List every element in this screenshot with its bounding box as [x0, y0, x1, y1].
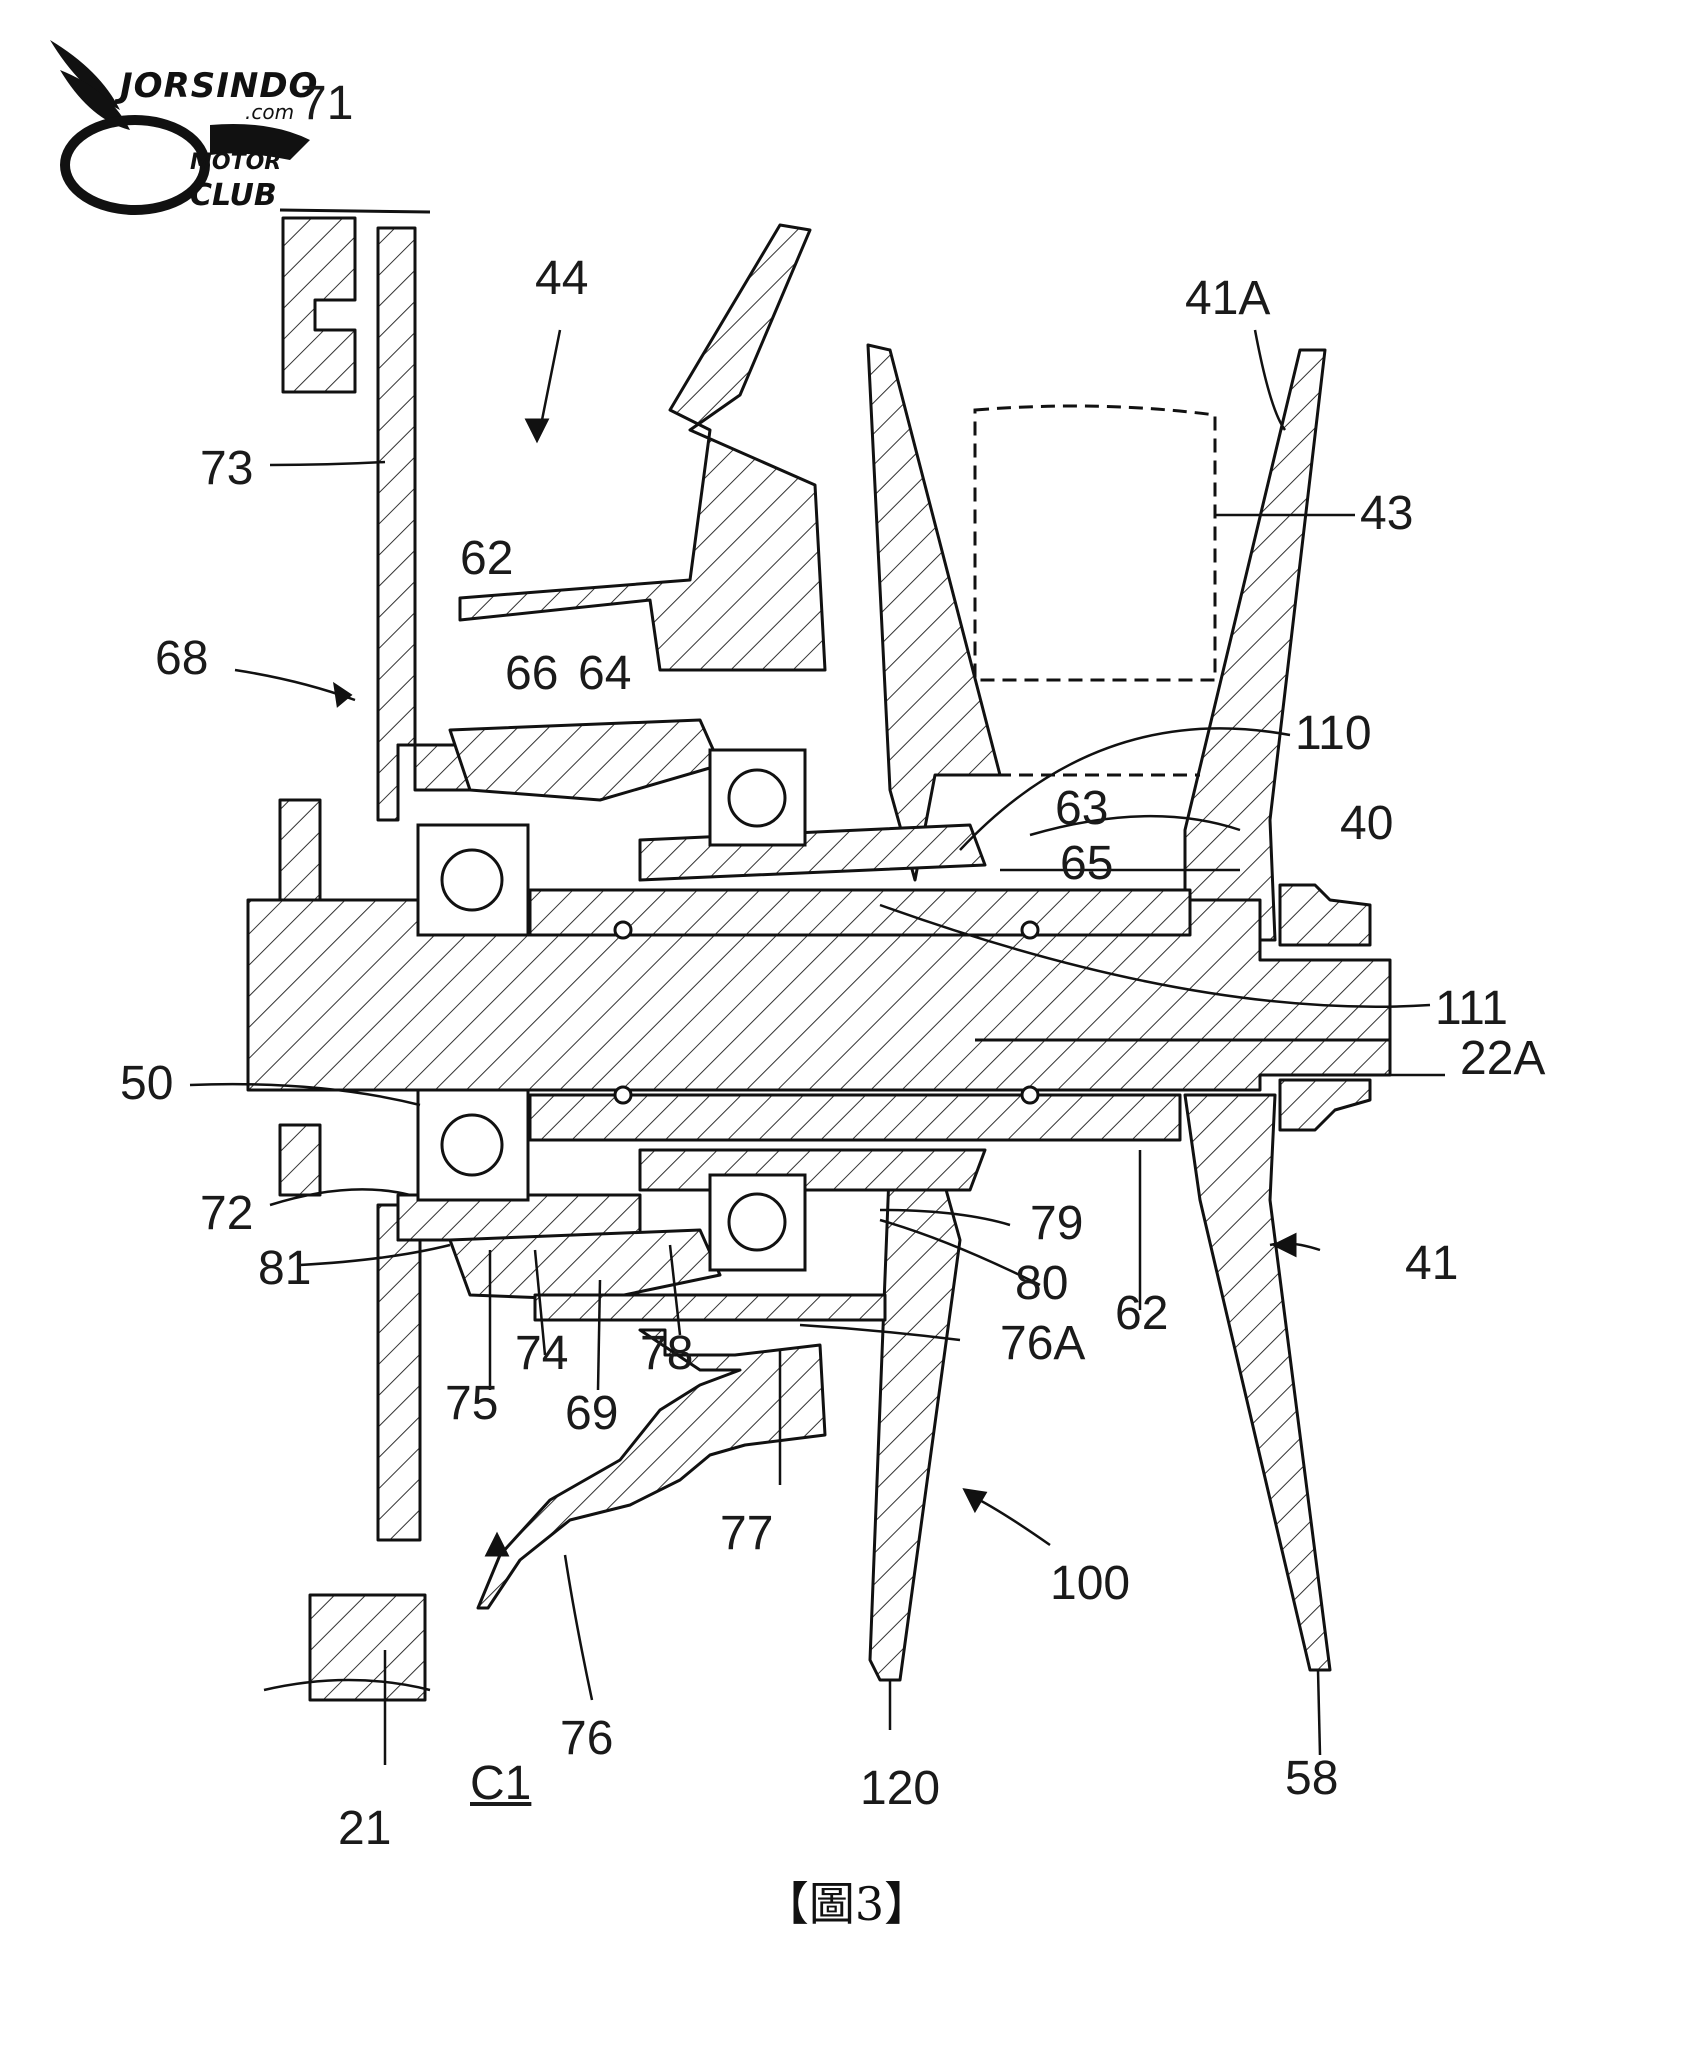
hub-left-lower	[278, 1123, 322, 1197]
part-41-sheave-bottom	[1183, 1093, 1332, 1672]
o-ring	[1020, 1085, 1040, 1105]
label-40: 40	[1340, 797, 1394, 850]
label-71: 71	[300, 77, 354, 130]
label-50: 50	[120, 1057, 174, 1110]
arrow-C1	[484, 1531, 510, 1557]
nut-40-upper	[1278, 883, 1372, 947]
part-44-housing	[458, 223, 827, 672]
arrow-100	[962, 1488, 988, 1514]
label-76A: 76A	[1000, 1317, 1086, 1370]
o-ring	[613, 920, 633, 940]
nut-40-lower	[1278, 1078, 1372, 1132]
label-66: 66	[505, 647, 559, 700]
label-62-top: 62	[460, 532, 514, 585]
part-76-housing	[476, 1328, 827, 1610]
label-62-bottom: 62	[1115, 1287, 1169, 1340]
label-64: 64	[578, 647, 632, 700]
label-58: 58	[1285, 1752, 1339, 1805]
label-41A: 41A	[1185, 272, 1271, 325]
arrow-41	[1271, 1232, 1297, 1258]
label-72: 72	[200, 1187, 254, 1240]
label-41: 41	[1405, 1237, 1459, 1290]
part-68-plate-top	[376, 226, 417, 822]
bearing-ball	[440, 1113, 504, 1177]
label-65: 65	[1060, 837, 1114, 890]
part-71	[281, 216, 357, 394]
figure-caption: 【圖3】	[762, 1877, 931, 1931]
belt-43	[973, 404, 1217, 682]
label-77: 77	[720, 1507, 774, 1560]
part-120-sheave-bottom	[868, 1148, 962, 1682]
label-78: 78	[640, 1327, 694, 1380]
logo-club-text: CLUB	[190, 178, 277, 213]
bearing-ball	[727, 1192, 787, 1252]
label-73: 73	[200, 442, 254, 495]
arrow-44	[524, 418, 550, 444]
label-79: 79	[1030, 1197, 1084, 1250]
label-100: 100	[1050, 1557, 1131, 1610]
bearing-ball	[440, 848, 504, 912]
label-44: 44	[535, 252, 589, 305]
label-69: 69	[565, 1387, 619, 1440]
part-71-top-line	[279, 208, 431, 214]
logo-motor-text: MOTOR	[190, 150, 282, 175]
arrow-68	[333, 681, 353, 708]
label-22A: 22A	[1460, 1032, 1546, 1085]
logo-domain-text: .com	[245, 100, 295, 124]
sleeve-63-lower	[638, 1148, 987, 1192]
o-ring	[1020, 920, 1040, 940]
logo-brand-text: JORSINDO	[120, 66, 319, 106]
part-21	[308, 1593, 427, 1702]
part-41A-sheave-top	[1183, 348, 1327, 942]
gear-69-lower	[448, 1228, 722, 1302]
sleeve-62-lower	[528, 1093, 1182, 1142]
part-74-sleeve-lower	[533, 1293, 887, 1322]
label-C1: C1	[470, 1757, 532, 1810]
sleeve-63-upper	[638, 823, 987, 882]
label-74: 74	[515, 1327, 569, 1380]
label-120: 120	[860, 1762, 941, 1815]
label-80: 80	[1015, 1257, 1069, 1310]
gear-69-upper	[448, 718, 722, 802]
logo-emblem-icon	[50, 40, 310, 215]
label-43: 43	[1360, 487, 1414, 540]
label-111: 111	[1435, 982, 1508, 1035]
label-75: 75	[445, 1377, 499, 1430]
hub-left-upper	[278, 798, 322, 902]
label-110: 110	[1295, 707, 1372, 760]
label-68: 68	[155, 632, 209, 685]
label-81: 81	[258, 1242, 312, 1295]
label-63: 63	[1055, 782, 1109, 835]
part-120-sheave	[866, 343, 1002, 882]
brand-logo: JORSINDO .com MOTOR CLUB	[40, 30, 340, 220]
bearing-ball	[727, 768, 787, 828]
label-76: 76	[560, 1712, 614, 1765]
label-21: 21	[338, 1802, 392, 1855]
o-ring	[613, 1085, 633, 1105]
